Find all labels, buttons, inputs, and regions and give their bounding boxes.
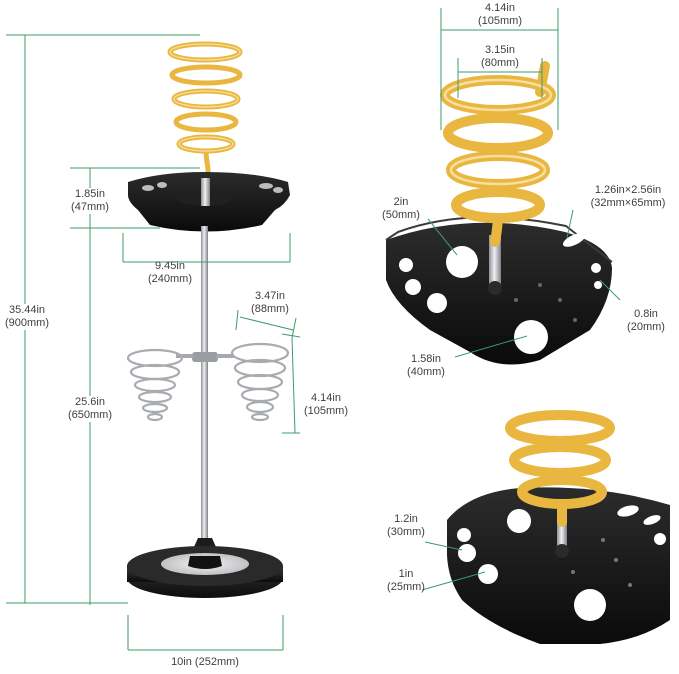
- dimension-lines-bottom: [421, 541, 486, 591]
- dimension-lines-top: [427, 8, 621, 358]
- label-cup-height-imperial: 4.14in: [311, 392, 341, 404]
- label-slot-metric: (32mm×65mm): [590, 197, 666, 209]
- label-cup-width-metric: (88mm): [251, 303, 289, 315]
- label-spring-inner: 3.15in (80mm): [470, 44, 530, 70]
- label-cup-height: 4.14in (105mm): [296, 392, 356, 418]
- label-cup-height-metric: (105mm): [303, 405, 348, 417]
- label-small-hole-metric: (20mm): [627, 321, 665, 333]
- label-tray-width-metric: (240mm): [147, 273, 192, 285]
- label-cup-width: 3.47in (88mm): [240, 290, 300, 316]
- gold-spring-detail-top: [440, 61, 556, 247]
- label-tray-depth-metric: (47mm): [71, 201, 109, 213]
- label-lower-height-imperial: 25.6in: [75, 396, 105, 408]
- label-base-width: 10in (252mm): [145, 656, 265, 669]
- label-total-height-metric: (900mm): [4, 317, 49, 329]
- label-lower-height: 25.6in (650mm): [60, 396, 120, 422]
- label-hole-2in-imperial: 2in: [393, 196, 409, 208]
- hair-dryer-stand: [126, 41, 290, 598]
- chrome-pole: [201, 226, 208, 544]
- label-hole-2in-metric: (50mm): [382, 209, 420, 221]
- label-hole-a-metric: (30mm): [387, 526, 425, 538]
- left-wire-cup: [126, 348, 184, 422]
- label-spring-outer-imperial: 4.14in: [485, 2, 515, 14]
- label-large-hole-metric: (40mm): [407, 366, 445, 378]
- label-hole-a: 1.2in (30mm): [380, 513, 432, 539]
- label-large-hole: 1.58in (40mm): [398, 353, 454, 379]
- label-tray-width-imperial: 9.45in: [155, 260, 185, 272]
- right-wire-cup: [230, 342, 290, 422]
- label-hole-b-imperial: 1in: [398, 568, 414, 580]
- upper-tray: [128, 172, 290, 232]
- label-hole-a-imperial: 1.2in: [394, 513, 418, 525]
- gold-spring-detail-bottom: [505, 410, 615, 527]
- label-hole-2in: 2in (50mm): [373, 196, 429, 222]
- label-total-height-imperial: 35.44in: [8, 304, 46, 316]
- label-tray-depth-imperial: 1.85in: [75, 188, 105, 200]
- label-tray-depth: 1.85in (47mm): [60, 188, 120, 214]
- label-small-hole: 0.8in (20mm): [620, 308, 672, 334]
- weighted-base: [127, 538, 283, 598]
- label-cup-width-imperial: 3.47in: [255, 290, 285, 302]
- label-slot-imperial: 1.26in×2.56in: [594, 184, 662, 196]
- label-lower-height-metric: (650mm): [67, 409, 112, 421]
- label-base-width-text: 10in (252mm): [171, 656, 239, 668]
- label-tray-width: 9.45in (240mm): [140, 260, 200, 286]
- label-slot: 1.26in×2.56in (32mm×65mm): [580, 184, 676, 210]
- label-spring-inner-metric: (80mm): [481, 57, 519, 69]
- label-total-height: 35.44in (900mm): [2, 304, 52, 330]
- label-spring-inner-imperial: 3.15in: [485, 44, 515, 56]
- tray-detail-top: [385, 216, 613, 365]
- gold-spring-holder: [167, 41, 243, 183]
- label-hole-b: 1in (25mm): [380, 568, 432, 594]
- label-hole-b-metric: (25mm): [387, 581, 425, 593]
- label-spring-outer: 4.14in (105mm): [470, 2, 530, 28]
- label-large-hole-imperial: 1.58in: [411, 353, 441, 365]
- tray-detail-bottom: [447, 487, 670, 644]
- label-small-hole-imperial: 0.8in: [634, 308, 658, 320]
- label-spring-outer-metric: (105mm): [477, 15, 522, 27]
